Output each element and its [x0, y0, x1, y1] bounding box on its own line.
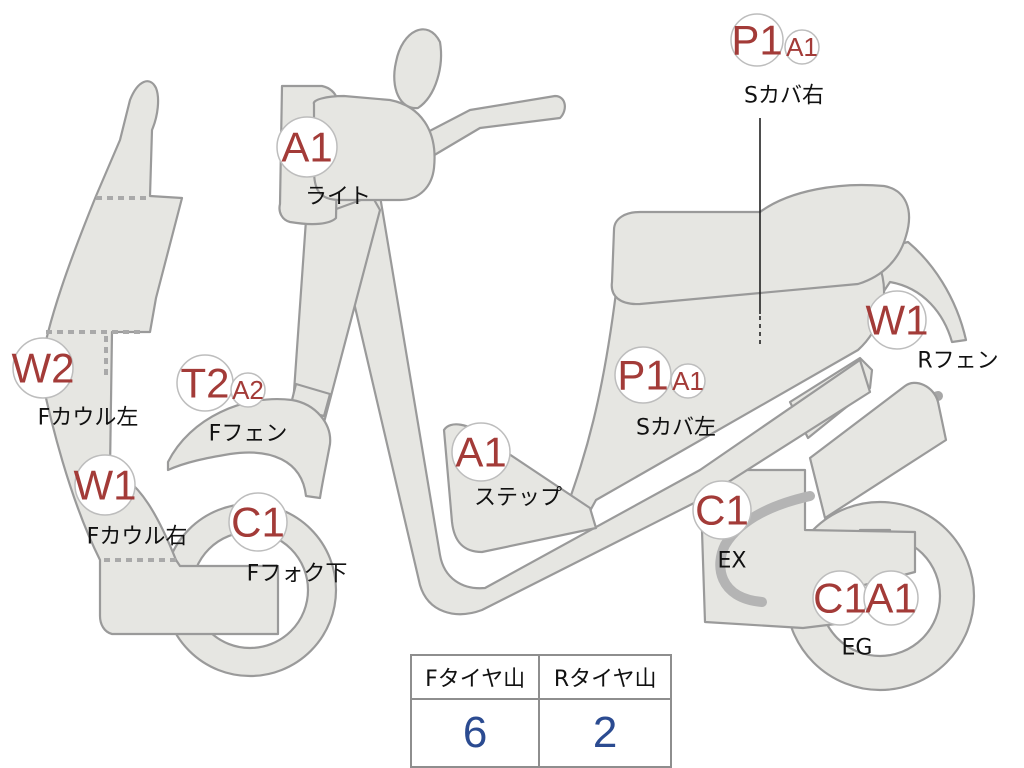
- label-engine: C1 A1 EG: [812, 570, 919, 661]
- cowl-seams: [46, 196, 176, 562]
- code-step-1: A1: [455, 429, 506, 476]
- label-light: A1 ライト: [276, 116, 371, 210]
- label-f-cowl-left: W2 Fカウル左: [12, 337, 139, 431]
- label-exhaust: C1 EX: [692, 480, 752, 574]
- code-s-cover-left-1: P1: [617, 352, 668, 399]
- code-f-fender-1: T2: [180, 360, 229, 407]
- tire-table-value-row: 6 2: [409, 698, 672, 768]
- front-fender: [166, 398, 332, 500]
- code-engine-1: C1: [813, 575, 867, 622]
- code-light-1: A1: [281, 124, 332, 171]
- label-f-cowl-right: W1 Fカウル右: [74, 454, 188, 550]
- text-exhaust: EX: [718, 549, 747, 574]
- text-engine: EG: [842, 636, 873, 661]
- label-step: A1 ステップ: [451, 422, 562, 511]
- label-s-cover-left: P1 A1 Sカバ左: [614, 346, 716, 441]
- text-f-cowl-left: Fカウル左: [38, 406, 139, 431]
- code-f-cowl-right-1: W1: [74, 462, 137, 509]
- text-r-fender: Rフェン: [917, 349, 998, 374]
- handlebar: [393, 28, 566, 162]
- rear-tire-header: Rタイヤ山: [538, 654, 672, 700]
- rear-tire-value: 2: [538, 698, 672, 768]
- text-f-fork-lower: Fフォク下: [247, 562, 348, 587]
- front-tire-value: 6: [409, 698, 541, 768]
- text-f-cowl-right: Fカウル右: [87, 525, 188, 550]
- code-r-fender-1: W1: [866, 297, 929, 344]
- text-step: ステップ: [474, 486, 562, 511]
- front-tire-header: Fタイヤ山: [409, 654, 541, 700]
- exhaust-pipe: [715, 491, 815, 607]
- label-f-fender: T2 A2 Fフェン: [176, 354, 288, 447]
- tire-table-header-row: Fタイヤ山 Rタイヤ山: [409, 654, 672, 700]
- tire-tread-table: Fタイヤ山 Rタイヤ山 6 2: [409, 654, 672, 768]
- code-s-cover-right-2: A1: [786, 32, 818, 62]
- text-f-fender: Fフェン: [209, 422, 288, 447]
- label-s-cover-right: P1 A1 Sカバ右: [730, 13, 824, 109]
- label-f-fork-lower: C1 Fフォク下: [228, 492, 348, 587]
- text-s-cover-right: Sカバ右: [744, 84, 824, 109]
- code-exhaust-1: C1: [695, 487, 749, 534]
- code-f-cowl-left-1: W2: [12, 345, 75, 392]
- code-engine-2: A1: [865, 575, 916, 622]
- code-s-cover-right-1: P1: [731, 17, 782, 64]
- label-r-fender: W1 Rフェン: [866, 290, 999, 374]
- code-f-fork-lower-1: C1: [231, 499, 285, 546]
- rear-fender: [866, 240, 968, 344]
- text-s-cover-left: Sカバ左: [636, 416, 716, 441]
- code-s-cover-left-2: A1: [672, 366, 704, 396]
- code-f-fender-2: A2: [232, 375, 264, 405]
- text-light: ライト: [305, 185, 371, 210]
